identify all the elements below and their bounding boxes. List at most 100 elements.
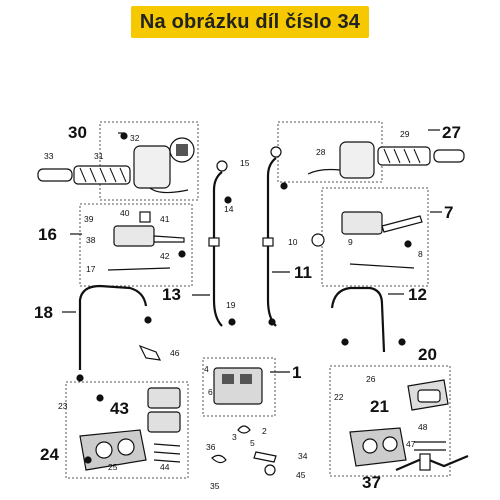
right-brake-caliper: [349, 427, 407, 467]
callout-8: 8: [418, 249, 423, 259]
left-switch-housing: [133, 145, 171, 189]
title-banner: Na obrázku díl číslo 34: [131, 6, 369, 38]
nut-45: [264, 464, 276, 476]
callout-18: 18: [34, 303, 53, 322]
callout-36: 36: [206, 442, 216, 452]
callout-10: 10: [288, 237, 298, 247]
screw-icon: [84, 456, 92, 464]
switch-wire-right: [307, 168, 341, 175]
callout-28: 28: [316, 147, 326, 157]
callout-14: 14: [224, 204, 234, 214]
callout-15: 15: [240, 158, 250, 168]
callout-44: 44: [160, 462, 170, 472]
grip-rib: [109, 167, 117, 183]
switch-wire: [149, 187, 189, 194]
callout-33: 33: [44, 151, 54, 161]
callout-17: 17: [86, 264, 96, 274]
bar-end-weight: [37, 168, 73, 182]
bar-end-weight-right: [433, 149, 465, 163]
clip-36: [237, 425, 251, 434]
right-brake-lever: [381, 215, 423, 233]
callout-9: 9: [348, 237, 353, 247]
group-box-1: [202, 357, 276, 417]
right-brake-pad: [417, 389, 441, 403]
callout-43: 43: [110, 399, 129, 418]
callout-16: 16: [38, 225, 57, 244]
callout-27: 27: [442, 123, 461, 142]
callout-22: 22: [334, 392, 344, 402]
part-34-bracket: [253, 451, 277, 463]
switch-cable-right: [349, 263, 415, 269]
callout-23: 23: [58, 401, 68, 411]
screw-icon: [280, 182, 288, 190]
grip-rib: [89, 167, 97, 183]
caliper-piston: [362, 438, 378, 454]
callout-40: 40: [120, 208, 130, 218]
callout-1: 1: [292, 363, 301, 382]
reservoir-cap: [139, 211, 151, 223]
callout-47: 47: [406, 439, 416, 449]
callout-21: 21: [370, 397, 389, 416]
callout-6: 6: [208, 387, 213, 397]
group-box-16: [79, 203, 193, 287]
caliper-piston: [95, 441, 113, 459]
screw-icon: [76, 374, 84, 382]
grip-rib: [403, 148, 411, 164]
screw-icon: [178, 250, 186, 258]
screw-icon: [120, 132, 128, 140]
pins-44: [153, 443, 181, 463]
right-switch-housing: [339, 141, 375, 179]
left-brake-lever: [153, 235, 185, 243]
group-box-7: [321, 187, 429, 287]
callout-34: 34: [298, 451, 308, 461]
callout-4: 4: [204, 364, 209, 374]
caliper-piston: [117, 438, 135, 456]
grip-rib: [119, 167, 127, 183]
left-grip: [73, 165, 131, 185]
callout-39: 39: [84, 214, 94, 224]
hose-clip: [262, 237, 274, 247]
grip-rib: [383, 148, 391, 164]
brake-hose-18: [78, 284, 148, 370]
callout-30: 30: [68, 123, 87, 142]
callout-20: 20: [418, 345, 437, 364]
right-grip: [377, 146, 431, 166]
abs-port: [240, 374, 252, 384]
callout-24: 24: [40, 445, 59, 464]
group-box-20: [329, 365, 451, 477]
screw-icon: [144, 316, 152, 324]
abs-port: [222, 374, 234, 384]
clip-35: [211, 454, 227, 464]
screw-icon: [268, 318, 276, 326]
left-master-cylinder: [113, 225, 155, 247]
callout-12: 12: [408, 285, 427, 304]
callout-5: 5: [250, 438, 255, 448]
bracket-46: [138, 344, 162, 361]
banner-text: Na obrázku díl číslo 34: [139, 10, 361, 33]
grip-rib: [413, 148, 421, 164]
callout-19: 19: [226, 300, 236, 310]
callout-3: 3: [232, 432, 237, 442]
grip-rib: [393, 148, 401, 164]
caliper-piston: [382, 436, 398, 452]
callout-26: 26: [366, 374, 376, 384]
callout-41: 41: [160, 214, 170, 224]
callout-42: 42: [160, 251, 170, 261]
brake-pad-lower: [147, 411, 181, 433]
banjo-fitting: [216, 160, 228, 172]
banjo-fitting: [270, 146, 282, 158]
screw-icon: [341, 338, 349, 346]
clamp-10: [311, 233, 325, 247]
screw-icon: [96, 394, 104, 402]
callout-2: 2: [262, 426, 267, 436]
switch-cover-grid: [176, 144, 188, 156]
callout-35: 35: [210, 481, 220, 491]
abs-modulator: [213, 367, 263, 405]
brake-pad-upper: [147, 387, 181, 409]
pins-48-47: [414, 441, 446, 451]
handlebar: [395, 454, 469, 472]
callout-13: 13: [162, 285, 181, 304]
group-box-30: [99, 121, 199, 201]
